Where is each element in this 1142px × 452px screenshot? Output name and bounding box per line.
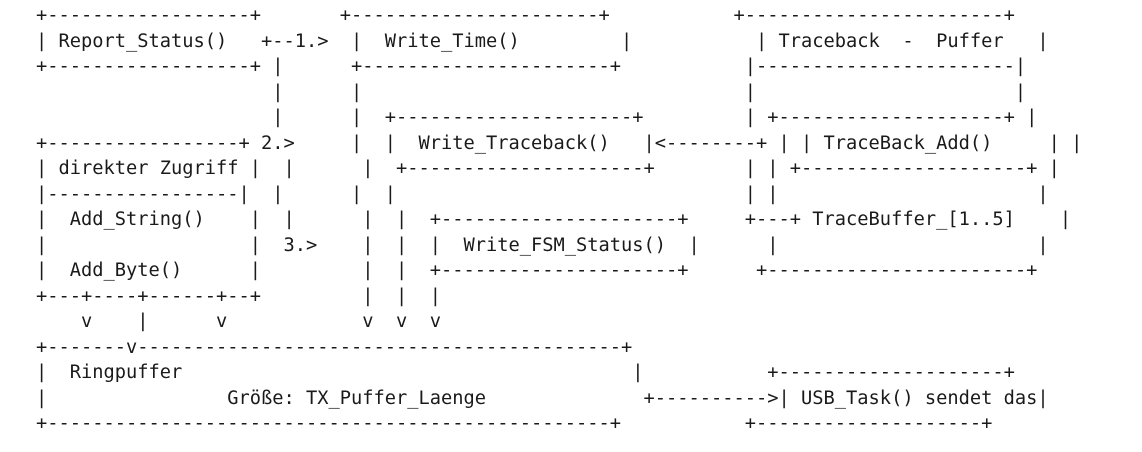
diagram-line: +---+----+------+--+ | | |: [36, 285, 442, 307]
diagram-line: +------------------+ +------------------…: [36, 5, 1015, 26]
diagram-line: |-----------------| | | | | | |: [36, 183, 1049, 205]
diagram-line: +---------------------------------------…: [36, 413, 993, 434]
diagram-line: +-------v-------------------------------…: [36, 336, 633, 358]
diagram-line: | | 3.> | | | Write_FSM_Status() | | |: [36, 234, 1049, 256]
diagram-line: | Ringpuffer | +--------------------+: [36, 362, 1015, 383]
diagram-line: | | +---------------------+ | +---------…: [36, 107, 1038, 128]
diagram-line: | Größe: TX_Puffer_Laenge +---------->| …: [36, 387, 1049, 409]
diagram-line: +------------------+ | +----------------…: [36, 56, 1027, 77]
diagram-line: | direkter Zugriff | | | +--------------…: [36, 158, 1060, 179]
diagram-line: v | v v v v: [36, 311, 442, 332]
diagram-line: +-----------------+ 2.> | | Write_Traceb…: [36, 132, 1083, 154]
diagram-line: | Report_Status() +--1.> | Write_Time() …: [36, 30, 1049, 52]
diagram-line: | Add_String() | | | | +----------------…: [36, 209, 1072, 230]
diagram-line: | | | |: [36, 81, 1027, 103]
diagram-line: | Add_Byte() | | | +--------------------…: [36, 260, 1038, 281]
ascii-architecture-diagram: +------------------+ +------------------…: [36, 3, 1082, 437]
